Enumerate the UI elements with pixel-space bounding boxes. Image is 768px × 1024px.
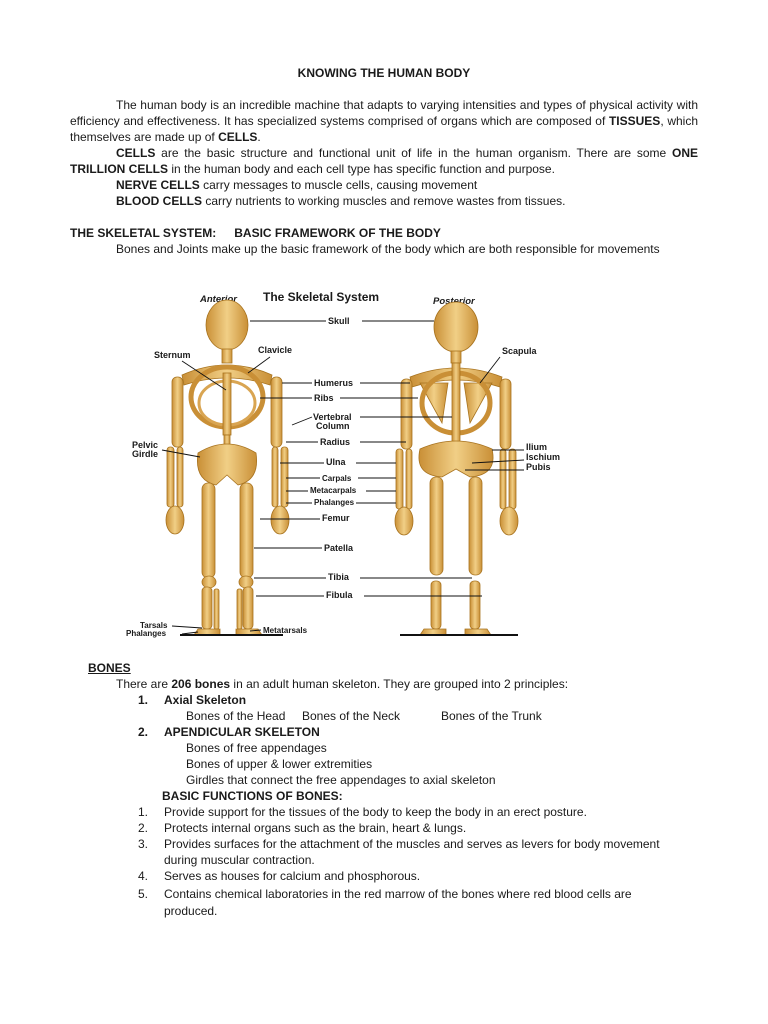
function-text: Provides surfaces for the attachment of … (164, 837, 660, 851)
intro-text: . (257, 130, 261, 144)
radius-label: Radius (320, 437, 350, 447)
tibia-label: Tibia (328, 572, 350, 582)
axial-skeleton-label: Axial Skeleton (164, 693, 247, 707)
anterior-skeleton (165, 299, 290, 636)
appendicular-item: Girdles that connect the free appendages… (186, 773, 496, 787)
intro-text: carry nutrients to working muscles and r… (202, 194, 566, 208)
function-text: Protects internal organs such as the bra… (164, 821, 467, 835)
intro-text: The human body is an incredible machine … (70, 98, 698, 128)
patella-label: Patella (324, 543, 354, 553)
list-number: 2. (138, 821, 149, 835)
trillion-cells-term: ONE TRILLION CELLS (70, 146, 698, 176)
pubis-label: Pubis (526, 462, 551, 472)
cells-term: CELLS (116, 146, 156, 160)
section-heading-skeletal: THE SKELETAL SYSTEM: BASIC FRAMEWORK OF T… (70, 225, 441, 241)
metacarpals-label: Metacarpals (310, 486, 357, 495)
skeleton-illustration: Anterior The Skeletal System Posterior (126, 290, 560, 638)
axial-skeleton-item: 1. Axial Skeleton (138, 692, 246, 708)
list-number: 4. (138, 869, 149, 883)
bones-intro-text: There are (116, 677, 172, 691)
skeletal-system-figure: Anterior The Skeletal System Posterior (120, 285, 590, 645)
function-text: Serves as houses for calcium and phospho… (164, 869, 421, 883)
function-item-continuation: during muscular contraction. (164, 853, 315, 867)
functions-heading: BASIC FUNCTIONS OF BONES: (162, 789, 343, 803)
bones-heading: BONES (88, 661, 131, 675)
pointer-lines (161, 320, 525, 635)
ischium-label: Ischium (526, 452, 560, 462)
pelvic-label: Pelvic (132, 440, 158, 450)
appendicular-skeleton-item: 2. APENDICULAR SKELETON (138, 724, 320, 740)
function-text: Provide support for the tissues of the b… (164, 805, 587, 819)
appendicular-item: Bones of upper & lower extremities (186, 757, 373, 771)
cells-term: CELLS (218, 130, 258, 144)
page-title: KNOWING THE HUMAN BODY (297, 66, 471, 80)
sternum-label: Sternum (154, 350, 191, 360)
heading-part: BASIC FRAMEWORK OF THE BODY (234, 226, 441, 240)
nerve-cells-term: NERVE CELLS (116, 178, 200, 192)
function-item: 3. Provides surfaces for the attachment o… (138, 836, 660, 852)
list-number: 1. (138, 693, 149, 707)
ground-line (180, 634, 283, 636)
tissues-term: TISSUES (608, 114, 661, 128)
tarsals-label: Tarsals (140, 621, 168, 630)
appendicular-item: Bones of free appendages (186, 741, 327, 755)
bones-intro: There are 206 bones in an adult human sk… (116, 676, 568, 692)
posterior-skeleton (394, 301, 519, 636)
fibula-label: Fibula (326, 590, 353, 600)
intro-text: are the basic structure and functional u… (155, 146, 672, 160)
intro-text: , which themselves are made up of (70, 114, 698, 144)
function-item-continuation: produced. (164, 904, 218, 918)
anterior-label: Anterior (199, 294, 238, 305)
skeletal-paragraph: Bones and Joints make up the basic frame… (116, 242, 660, 256)
list-number: 3. (138, 837, 149, 851)
bones-intro-text: in an adult human skeleton. They are gro… (230, 677, 569, 691)
metatarsals-label: Metatarsals (263, 626, 308, 635)
axial-item-neck: Bones of the Neck (302, 709, 401, 723)
posterior-label: Posterior (433, 296, 476, 307)
list-number: 1. (138, 805, 149, 819)
heading-part: THE SKELETAL SYSTEM: (70, 226, 217, 240)
blood-cells-term: BLOOD CELLS (116, 194, 202, 208)
appendicular-skeleton-label: APENDICULAR SKELETON (164, 725, 320, 739)
girdle-label: Girdle (132, 449, 158, 459)
phalanges-hand-label: Phalanges (314, 498, 355, 507)
figure-title: The Skeletal System (263, 290, 379, 304)
ground-line (400, 634, 518, 636)
list-number: 5. (138, 887, 149, 901)
function-item: 2. Protects internal organs such as the b… (138, 820, 466, 836)
axial-item-head: Bones of the Head (186, 709, 286, 723)
carpals-label: Carpals (322, 474, 352, 483)
intro-text: carry messages to muscle cells, causing … (199, 178, 478, 192)
ribs-label: Ribs (314, 393, 334, 403)
function-item: 5. Contains chemical laboratories in the … (138, 886, 632, 902)
ilium-label: Ilium (526, 442, 547, 452)
function-text: Contains chemical laboratories in the re… (164, 887, 632, 901)
scapula-label: Scapula (502, 346, 538, 356)
intro-text: in the human body and each cell type has… (168, 162, 555, 176)
intro-paragraph-4: BLOOD CELLS carry nutrients to working m… (70, 193, 698, 209)
column-label: Column (316, 421, 350, 431)
femur-label: Femur (322, 513, 350, 523)
function-item: 1. Provide support for the tissues of the… (138, 804, 587, 820)
axial-item-trunk: Bones of the Trunk (441, 709, 542, 723)
ulna-label: Ulna (326, 457, 346, 467)
vertebral-label: Vertebral (313, 412, 352, 422)
humerus-label: Humerus (314, 378, 353, 388)
clavicle-label: Clavicle (258, 345, 292, 355)
list-number: 2. (138, 725, 149, 739)
skull-label: Skull (328, 316, 350, 326)
bones-count: 206 bones (171, 677, 231, 691)
intro-paragraph-1: The human body is an incredible machine … (70, 97, 698, 145)
intro-paragraph-2: CELLS are the basic structure and functi… (70, 145, 698, 177)
function-item: 4. Serves as houses for calcium and phosp… (138, 868, 420, 884)
phalanges-foot-label: Phalanges (126, 629, 167, 638)
intro-paragraph-3: NERVE CELLS carry messages to muscle cel… (70, 177, 698, 193)
figure-labels: Skull Sternum Clavicle Scapula Humerus R… (126, 316, 560, 638)
